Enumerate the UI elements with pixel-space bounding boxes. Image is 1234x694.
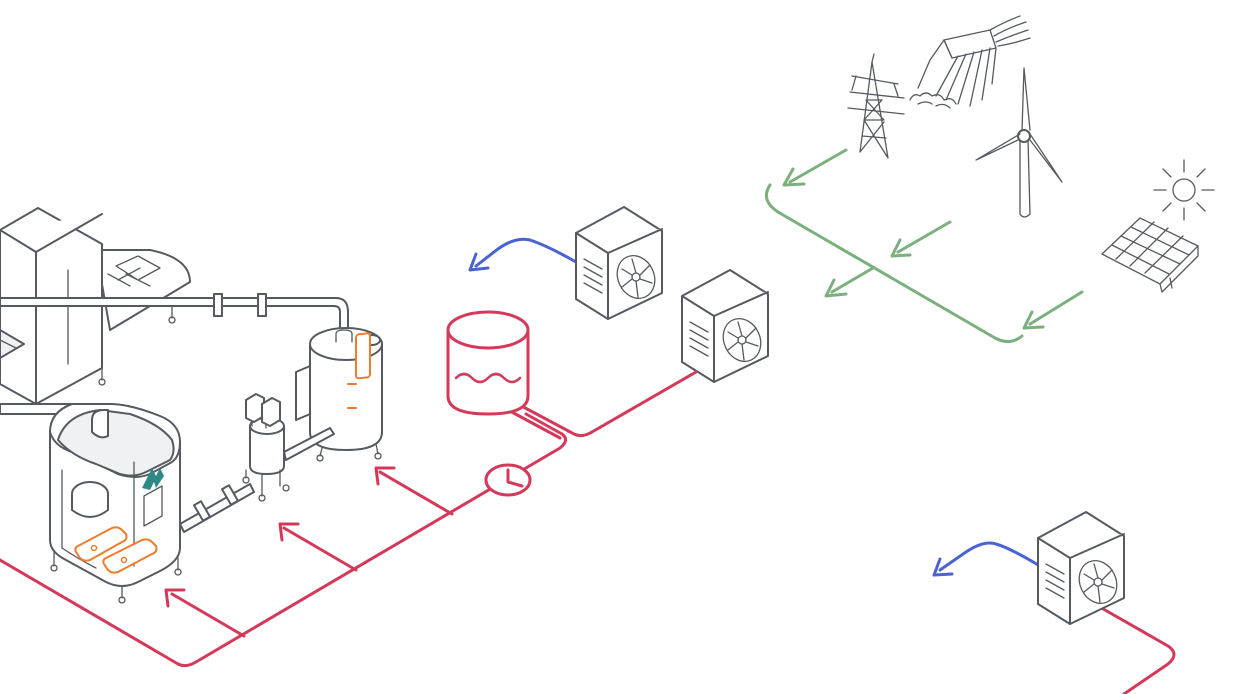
renewable-pylon-feed: [788, 148, 848, 184]
cold-return-top: [468, 237, 578, 272]
heat-exchanger-icon: [347, 332, 371, 409]
heat-arrow-1: [164, 588, 186, 608]
heat-storage-tank-icon: [446, 310, 530, 416]
heat-arrow-3: [374, 466, 396, 486]
brand-logo-icon: [142, 468, 164, 490]
power-pylon-icon: [847, 53, 905, 159]
flow-meter-icon: [484, 463, 532, 497]
pump-icon: [242, 393, 335, 502]
renewable-solar-feed: [1028, 290, 1084, 326]
heat-branch-1: [170, 592, 246, 638]
heat-pump-icon: [1037, 511, 1125, 625]
heat-line-bottom: [1096, 604, 1176, 694]
renewable-arrow-wind: [890, 238, 912, 258]
renewable-arrow-solar: [1022, 310, 1045, 330]
renewable-wind-feed: [896, 220, 952, 254]
heat-main-line: [0, 412, 567, 668]
heat-exchanger-icon: [74, 526, 158, 574]
wind-turbine-icon: [975, 67, 1063, 218]
heat-pump-icon: [575, 206, 663, 320]
renewable-arrow-left: [824, 278, 848, 298]
sun-icon: [1153, 159, 1215, 221]
heat-arrow-2: [278, 522, 300, 542]
renewable-supply-network: [764, 148, 1084, 343]
cold-return-bottom: [932, 541, 1176, 694]
heat-pump-icon: [681, 269, 769, 383]
cold-line-bottom: [938, 541, 1042, 572]
renewable-main-line: [764, 183, 1024, 343]
renewable-arrow-pylon: [782, 167, 806, 187]
heat-tank-outlet-parallel: [506, 408, 562, 440]
hydro-dam-icon: [909, 15, 1031, 109]
conveyor-belt-icon: [95, 249, 191, 386]
cold-line-top: [474, 237, 578, 268]
renewable-branch-left: [830, 266, 875, 294]
heat-distribution-network: [0, 370, 698, 668]
cold-arrow-top: [468, 252, 490, 272]
heat-branch-3: [378, 470, 454, 516]
solar-panel-icon: [1101, 217, 1199, 293]
heat-branch-2: [282, 526, 358, 572]
cold-arrow-bottom: [932, 557, 954, 577]
heat-tank-outlet: [512, 370, 698, 438]
